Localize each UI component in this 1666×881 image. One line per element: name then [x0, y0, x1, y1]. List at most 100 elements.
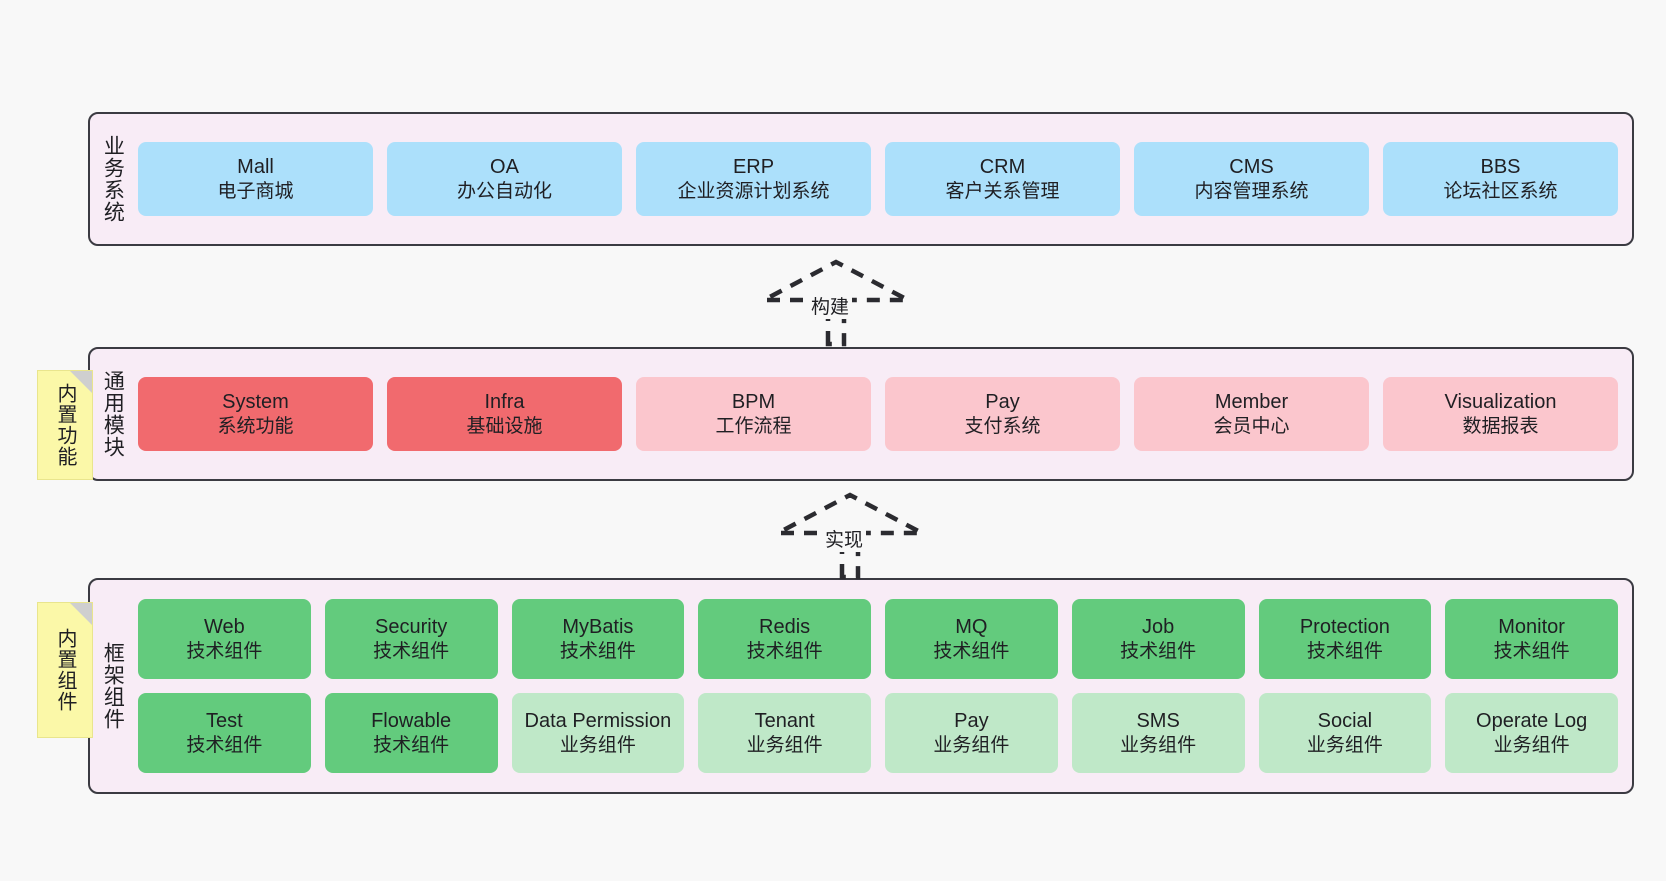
node-bpm[interactable]: BPM 工作流程: [636, 377, 871, 451]
layer-common-modules-label: 通用模块: [101, 370, 125, 458]
note-fold-icon: [70, 603, 92, 625]
node-oa-title: OA: [490, 155, 519, 178]
framework-tech-row: Web 技术组件 Security 技术组件 MyBatis 技术组件 Redi…: [138, 599, 1618, 679]
node-visualization-subtitle: 数据报表: [1462, 415, 1539, 437]
node-system[interactable]: System 系统功能: [138, 377, 373, 451]
node-mq-title: MQ: [955, 615, 988, 638]
node-oa-subtitle: 办公自动化: [456, 180, 552, 202]
node-bbs[interactable]: BBS 论坛社区系统: [1383, 142, 1618, 216]
node-pay-module-title: Pay: [985, 390, 1020, 413]
node-data-permission-subtitle: 业务组件: [559, 734, 636, 756]
node-mybatis-subtitle: 技术组件: [559, 640, 636, 662]
node-mall-subtitle: 电子商城: [217, 180, 294, 202]
node-system-subtitle: 系统功能: [217, 415, 294, 437]
node-data-permission-title: Data Permission: [524, 709, 672, 732]
node-oa[interactable]: OA 办公自动化: [387, 142, 622, 216]
node-crm-subtitle: 客户关系管理: [945, 180, 1060, 202]
node-tenant-subtitle: 业务组件: [746, 734, 823, 756]
node-cms[interactable]: CMS 内容管理系统: [1134, 142, 1369, 216]
node-infra[interactable]: Infra 基础设施: [387, 377, 622, 451]
layer-framework-components-body: Web 技术组件 Security 技术组件 MyBatis 技术组件 Redi…: [134, 580, 1632, 792]
node-pay-component-subtitle: 业务组件: [933, 734, 1010, 756]
node-pay-component[interactable]: Pay 业务组件: [885, 693, 1058, 773]
node-sms-title: SMS: [1136, 709, 1180, 732]
node-operate-log-title: Operate Log: [1476, 709, 1588, 732]
node-monitor[interactable]: Monitor 技术组件: [1445, 599, 1618, 679]
node-mall-title: Mall: [237, 155, 274, 178]
node-protection[interactable]: Protection 技术组件: [1258, 599, 1432, 679]
node-tenant-title: Tenant: [754, 709, 815, 732]
node-visualization[interactable]: Visualization 数据报表: [1383, 377, 1618, 451]
node-bbs-subtitle: 论坛社区系统: [1443, 180, 1558, 202]
layer-common-modules-body: System 系统功能 Infra 基础设施 BPM 工作流程 Pay 支付系统…: [134, 349, 1632, 479]
node-bpm-title: BPM: [731, 390, 776, 413]
arrow-build-label: 构建: [808, 292, 853, 319]
node-web-title: Web: [203, 615, 245, 638]
layer-framework-components-label: 框架组件: [101, 642, 125, 730]
node-security[interactable]: Security 技术组件: [324, 599, 498, 679]
node-protection-subtitle: 技术组件: [1306, 640, 1383, 662]
note-builtin-components: 内置组件: [37, 602, 93, 738]
node-test[interactable]: Test 技术组件: [138, 693, 311, 773]
node-tenant[interactable]: Tenant 业务组件: [698, 693, 871, 773]
layer-common-modules: 通用模块 System 系统功能 Infra 基础设施 BPM 工作流程 Pay…: [88, 347, 1634, 481]
node-monitor-subtitle: 技术组件: [1493, 640, 1570, 662]
layer-business-systems: 业务系统 Mall 电子商城 OA 办公自动化 ERP 企业资源计划系统 CRM…: [88, 112, 1634, 246]
node-member-subtitle: 会员中心: [1213, 415, 1290, 437]
node-job-subtitle: 技术组件: [1120, 640, 1197, 662]
layer-business-systems-body: Mall 电子商城 OA 办公自动化 ERP 企业资源计划系统 CRM 客户关系…: [134, 114, 1632, 244]
node-cms-title: CMS: [1229, 155, 1274, 178]
note-fold-icon: [70, 371, 92, 393]
node-job[interactable]: Job 技术组件: [1071, 599, 1245, 679]
node-pay-component-title: Pay: [954, 709, 989, 732]
node-mall[interactable]: Mall 电子商城: [138, 142, 373, 216]
node-infra-subtitle: 基础设施: [466, 415, 543, 437]
node-redis-title: Redis: [759, 615, 811, 638]
node-mybatis[interactable]: MyBatis 技术组件: [511, 599, 685, 679]
node-flowable-title: Flowable: [371, 709, 452, 732]
node-social-title: Social: [1317, 709, 1373, 732]
node-bpm-subtitle: 工作流程: [715, 415, 792, 437]
node-cms-subtitle: 内容管理系统: [1194, 180, 1309, 202]
node-mybatis-title: MyBatis: [562, 615, 634, 638]
node-bbs-title: BBS: [1480, 155, 1521, 178]
node-visualization-title: Visualization: [1444, 390, 1557, 413]
node-test-subtitle: 技术组件: [186, 734, 263, 756]
node-operate-log[interactable]: Operate Log 业务组件: [1445, 693, 1618, 773]
node-test-title: Test: [206, 709, 243, 732]
node-flowable-subtitle: 技术组件: [373, 734, 450, 756]
node-web[interactable]: Web 技术组件: [138, 599, 311, 679]
node-erp-title: ERP: [732, 155, 775, 178]
node-job-title: Job: [1142, 615, 1175, 638]
arrow-implement: 实现: [760, 491, 940, 581]
node-redis[interactable]: Redis 技术组件: [698, 599, 871, 679]
node-mq-subtitle: 技术组件: [933, 640, 1010, 662]
node-erp[interactable]: ERP 企业资源计划系统: [636, 142, 871, 216]
node-social-subtitle: 业务组件: [1306, 734, 1383, 756]
node-social[interactable]: Social 业务组件: [1258, 693, 1432, 773]
note-builtin-features-label: 内置功能: [54, 383, 76, 467]
node-security-title: Security: [375, 615, 448, 638]
business-systems-row: Mall 电子商城 OA 办公自动化 ERP 企业资源计划系统 CRM 客户关系…: [138, 142, 1618, 216]
note-builtin-features: 内置功能: [37, 370, 93, 480]
node-sms[interactable]: SMS 业务组件: [1071, 693, 1245, 773]
node-pay-module[interactable]: Pay 支付系统: [885, 377, 1120, 451]
node-flowable[interactable]: Flowable 技术组件: [324, 693, 498, 773]
node-system-title: System: [222, 390, 289, 413]
node-data-permission[interactable]: Data Permission 业务组件: [511, 693, 685, 773]
node-member-title: Member: [1214, 390, 1289, 413]
node-monitor-title: Monitor: [1498, 615, 1565, 638]
node-crm[interactable]: CRM 客户关系管理: [885, 142, 1120, 216]
node-erp-subtitle: 企业资源计划系统: [677, 180, 830, 202]
layer-framework-components: 框架组件 Web 技术组件 Security 技术组件 MyBatis 技术组件…: [88, 578, 1634, 794]
arrow-build: 构建: [746, 258, 926, 348]
node-security-subtitle: 技术组件: [373, 640, 450, 662]
node-crm-title: CRM: [979, 155, 1026, 178]
node-redis-subtitle: 技术组件: [746, 640, 823, 662]
common-modules-row: System 系统功能 Infra 基础设施 BPM 工作流程 Pay 支付系统…: [138, 377, 1618, 451]
node-infra-title: Infra: [484, 390, 525, 413]
node-pay-module-subtitle: 支付系统: [964, 415, 1041, 437]
node-member[interactable]: Member 会员中心: [1134, 377, 1369, 451]
node-mq[interactable]: MQ 技术组件: [885, 599, 1058, 679]
